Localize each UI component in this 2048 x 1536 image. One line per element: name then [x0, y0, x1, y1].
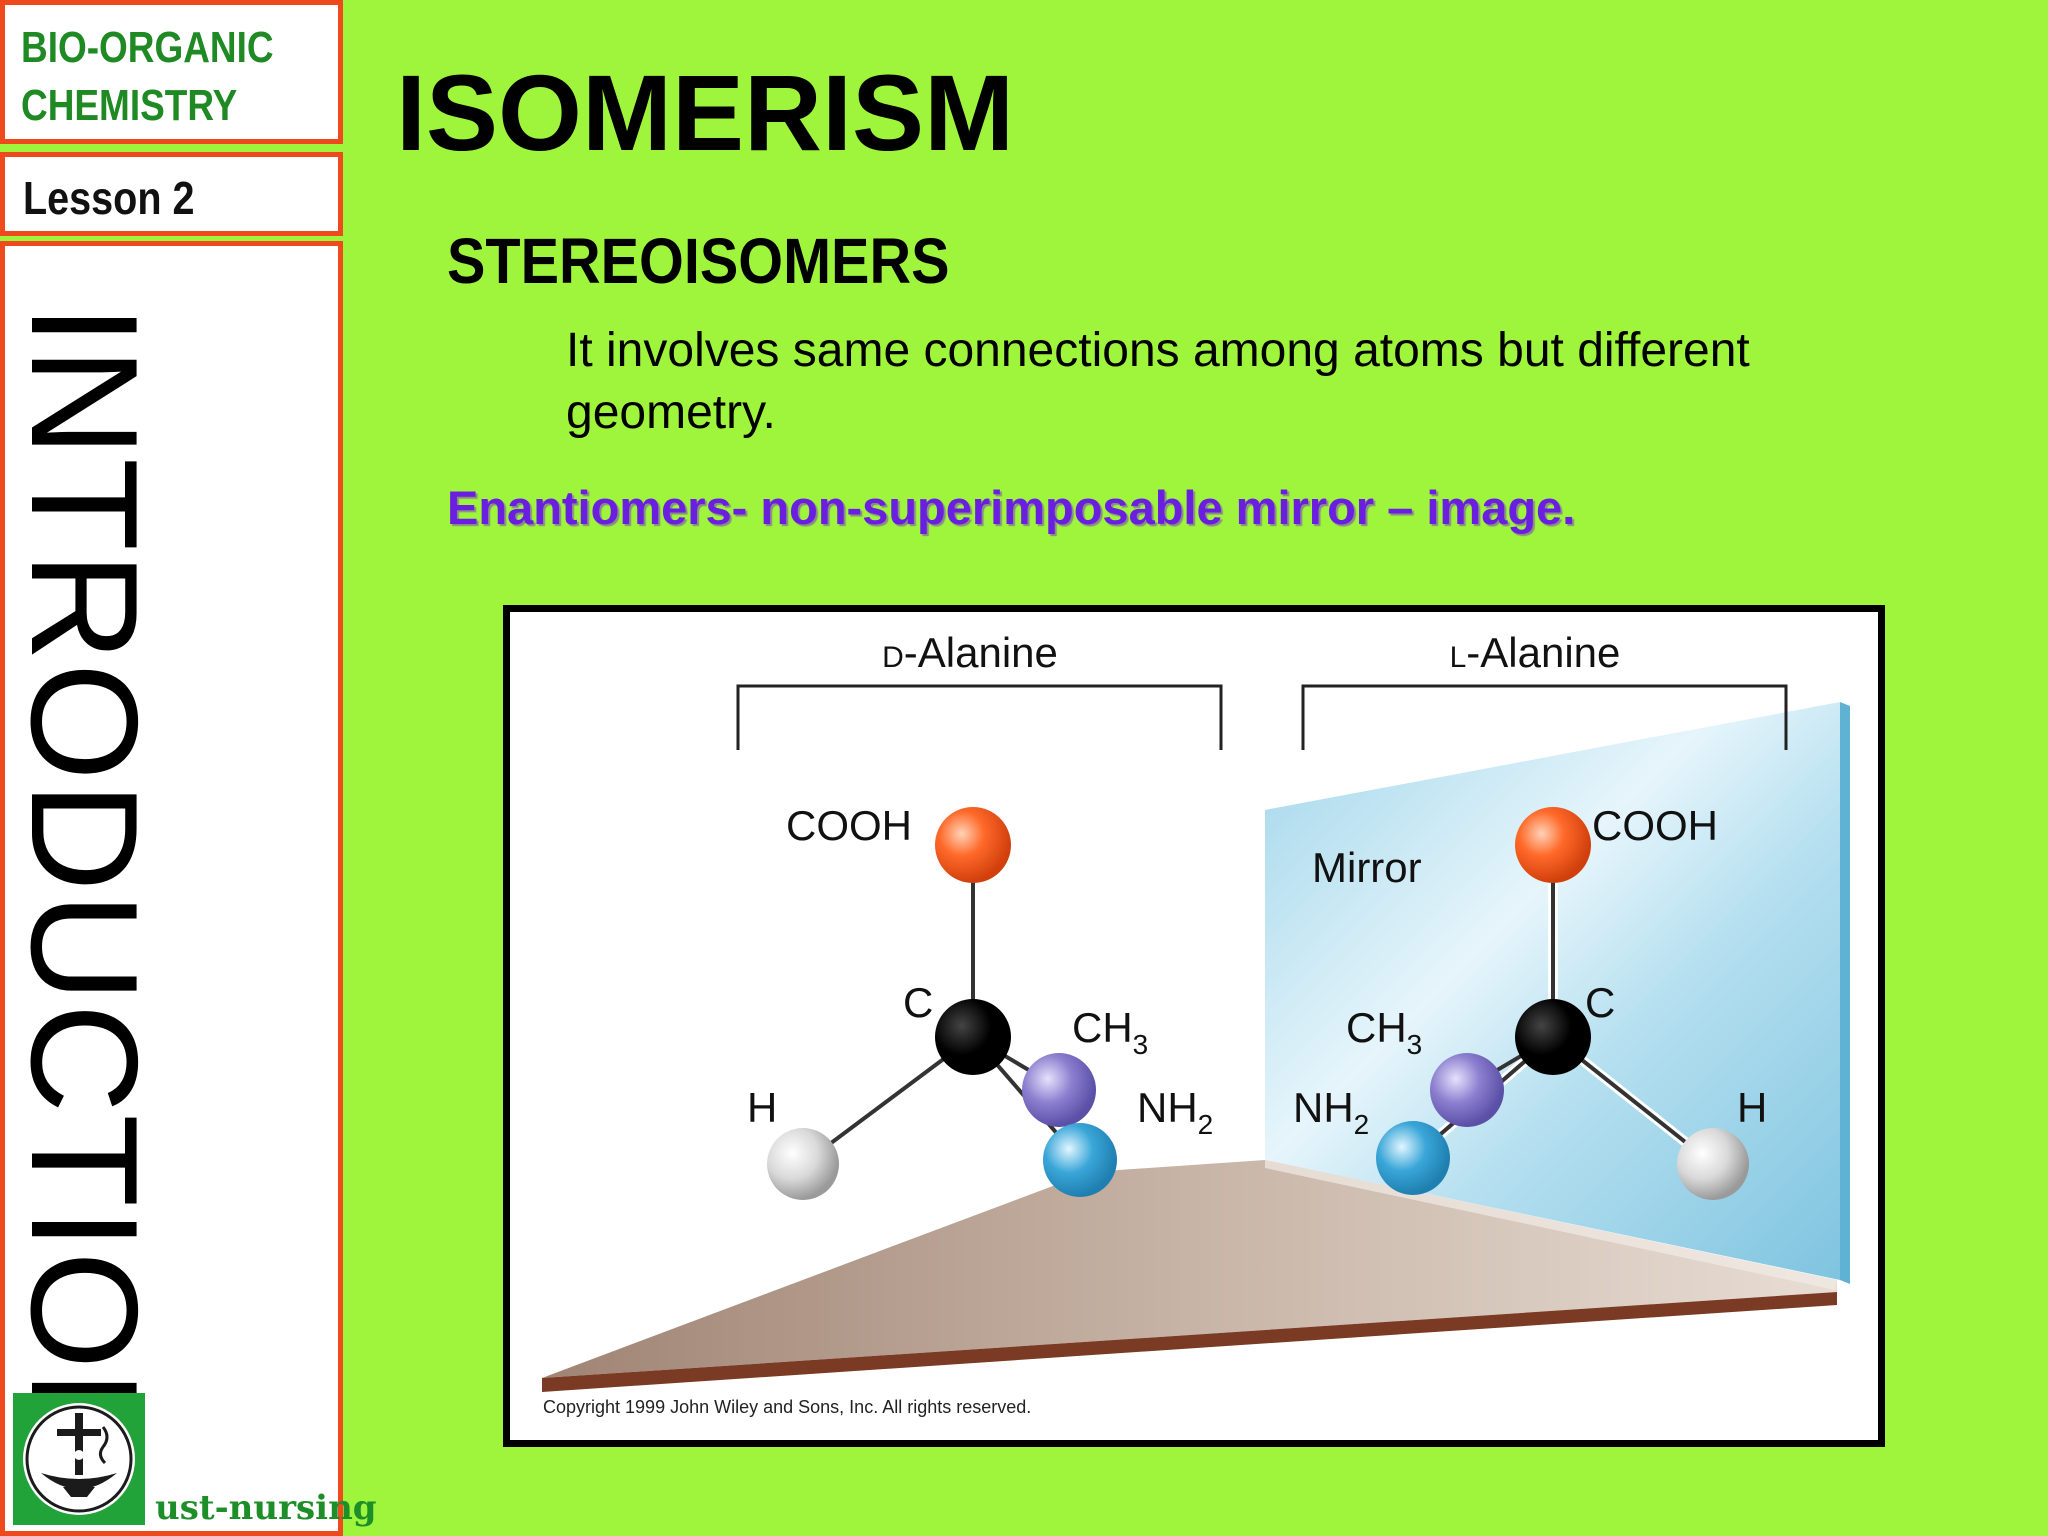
d-amine-label: NH2 [1137, 1084, 1213, 1140]
d-methyl-atom [1022, 1053, 1096, 1127]
l-cooh-label: COOH [1592, 802, 1718, 849]
l-methyl-atom [1430, 1053, 1504, 1127]
table-edge [542, 1292, 1837, 1392]
l-alanine-label: L-Alanine [1450, 629, 1621, 676]
figure-copyright: Copyright 1999 John Wiley and Sons, Inc.… [543, 1397, 1031, 1417]
l-hydrogen-atom [1677, 1128, 1749, 1200]
l-amine-atom [1376, 1121, 1450, 1195]
lesson-label: Lesson 2 [23, 172, 195, 224]
mirror-edge [1840, 702, 1850, 1284]
section-heading: STEREOISOMERS [447, 225, 950, 297]
l-hydrogen-label: H [1737, 1084, 1767, 1131]
lesson-box: Lesson 2 [0, 152, 343, 236]
section-sidebar: INTRODUCTION [0, 241, 343, 1536]
definition-text: It involves same connections among atoms… [566, 324, 1750, 439]
alanine-enantiomer-figure: Mirror D-Alanine L-Alanine COOH C [503, 605, 1885, 1447]
l-carboxyl-atom [1515, 807, 1591, 883]
d-hydrogen-atom [767, 1128, 839, 1200]
d-hydrogen-label: H [747, 1084, 777, 1131]
l-carbon-label: C [1585, 979, 1615, 1026]
d-amine-atom [1043, 1123, 1117, 1197]
mirror-label: Mirror [1312, 844, 1422, 891]
left-bracket [736, 684, 1223, 750]
page-title: ISOMERISM [396, 52, 1015, 173]
d-cooh-label: COOH [786, 802, 912, 849]
d-alanine-label: D-Alanine [882, 629, 1058, 676]
l-carbon-atom [1515, 999, 1591, 1075]
d-carboxyl-atom [935, 807, 1011, 883]
course-title-box: BIO-ORGANIC CHEMISTRY [0, 0, 343, 144]
course-title: BIO-ORGANIC CHEMISTRY [21, 19, 274, 135]
l-amine-label: NH2 [1293, 1084, 1369, 1140]
l-methyl-label: CH3 [1346, 1004, 1422, 1060]
figure-canvas: Mirror D-Alanine L-Alanine COOH C [542, 629, 1850, 1417]
course-title-line1: BIO-ORGANIC [21, 23, 274, 72]
course-title-line2: CHEMISTRY [21, 81, 238, 130]
vertical-section-title: INTRODUCTION [0, 304, 169, 1482]
logo-text: ust-nursing [155, 1488, 377, 1528]
right-bracket [1301, 684, 1788, 750]
d-carbon-atom [935, 999, 1011, 1075]
d-methyl-label: CH3 [1072, 1004, 1148, 1060]
d-carbon-label: C [903, 979, 933, 1026]
school-logo-icon [13, 1393, 145, 1525]
enantiomer-definition: Enantiomers- non-superimposable mirror –… [447, 481, 1576, 534]
